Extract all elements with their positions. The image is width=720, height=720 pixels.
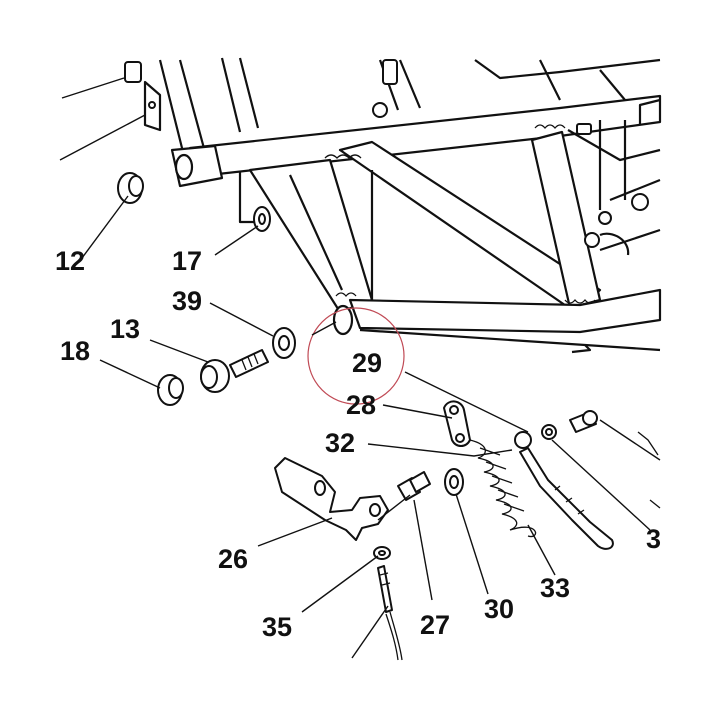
- part-28-spring-plate: [443, 400, 471, 447]
- callout-3-partial: 3: [646, 524, 661, 554]
- callout-13: 13: [110, 314, 140, 344]
- part-18-plug: [157, 374, 184, 406]
- part-12-plug: [117, 172, 144, 204]
- callout-39: 39: [172, 286, 202, 316]
- callout-28: 28: [346, 390, 376, 420]
- callout-35: 35: [262, 612, 292, 642]
- motorcycle-frame: [124, 57, 662, 354]
- callout-27: 27: [420, 610, 450, 640]
- callout-32: 32: [325, 428, 355, 458]
- part-30-washer: [444, 468, 464, 496]
- partial-leader: [637, 431, 659, 456]
- part-sidestand: [514, 410, 614, 550]
- callout-12: 12: [55, 246, 85, 276]
- callout-18: 18: [60, 336, 90, 366]
- callout-29: 29: [352, 348, 382, 378]
- highlight-circle: [307, 307, 405, 405]
- callout-30: 30: [484, 594, 514, 624]
- leader-lines: [59, 77, 661, 659]
- part-13-bolt: [200, 349, 269, 393]
- callout-33: 33: [540, 573, 570, 603]
- part-26-bracket: [274, 457, 391, 560]
- partial-leader-2: [649, 499, 661, 509]
- callout-26: 26: [218, 544, 248, 574]
- part-39-washer: [272, 327, 296, 359]
- callout-17: 17: [172, 246, 202, 276]
- part-35-sensor-cable: [377, 565, 403, 661]
- part-17-washer: [253, 206, 271, 232]
- part-27-switch: [397, 471, 431, 501]
- part-33-spring: [469, 439, 536, 538]
